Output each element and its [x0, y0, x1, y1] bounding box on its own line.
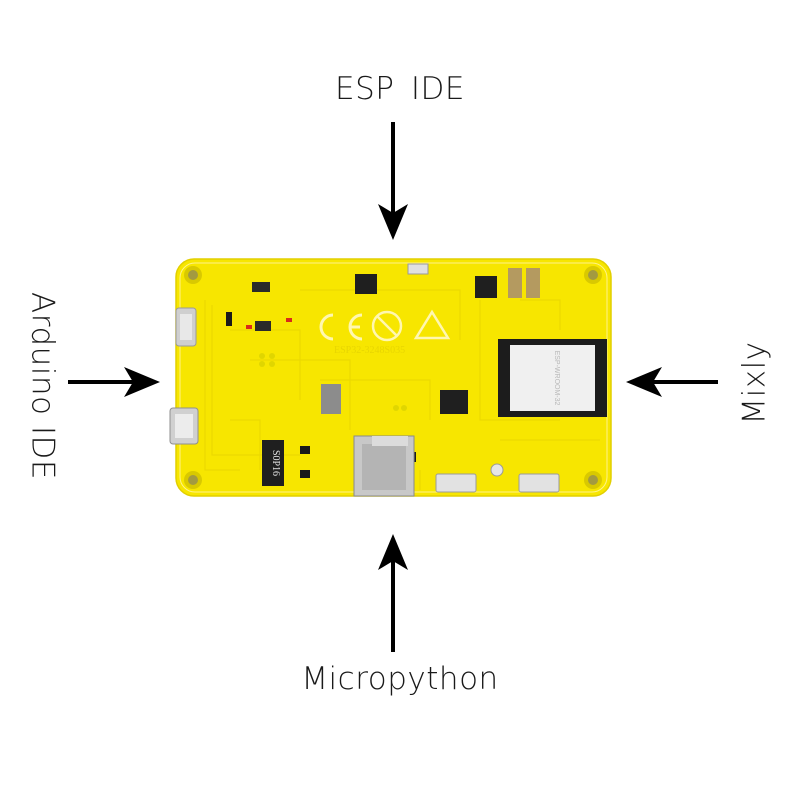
label-micropython: Micropython: [301, 661, 499, 697]
sop16-chip: S0P16: [262, 440, 284, 486]
warning-symbol: [413, 309, 451, 340]
inductor: [321, 384, 341, 414]
pads: [259, 353, 407, 411]
smd-part: [300, 470, 310, 478]
arrow-top: [378, 122, 408, 240]
side-connector-top: [175, 307, 197, 347]
smd-part: [300, 446, 310, 454]
main-chip: [440, 390, 468, 414]
transistor: [255, 321, 271, 331]
module-label: ESP-WROOM-32: [553, 351, 560, 406]
arrow-left: [68, 367, 160, 397]
speaker-connector: [407, 263, 429, 275]
sd-card-slot: [353, 435, 415, 497]
chip: [475, 276, 497, 298]
ce-mark: [319, 313, 363, 341]
bottom-connector-2: [518, 473, 560, 493]
esp32-module: ESP-WROOM-32: [498, 339, 607, 417]
button-cluster: [508, 268, 540, 298]
arrow-right: [626, 367, 718, 397]
weee-symbol: [371, 310, 403, 342]
mounting-holes: [184, 266, 602, 489]
transistor: [252, 282, 270, 292]
arrow-bottom: [378, 534, 408, 652]
svg-text:S0P16: S0P16: [270, 450, 281, 476]
small-connector: [490, 463, 504, 477]
pcb-board: ESP32-3248S035 ESP-W: [169, 258, 612, 497]
usb-port: [169, 407, 199, 445]
diode: [226, 312, 232, 326]
board-silkscreen-id: ESP32-3248S035: [334, 345, 405, 356]
chip: [355, 274, 377, 294]
label-esp-ide: ESP IDE: [335, 71, 465, 107]
bottom-connector-1: [435, 473, 477, 493]
